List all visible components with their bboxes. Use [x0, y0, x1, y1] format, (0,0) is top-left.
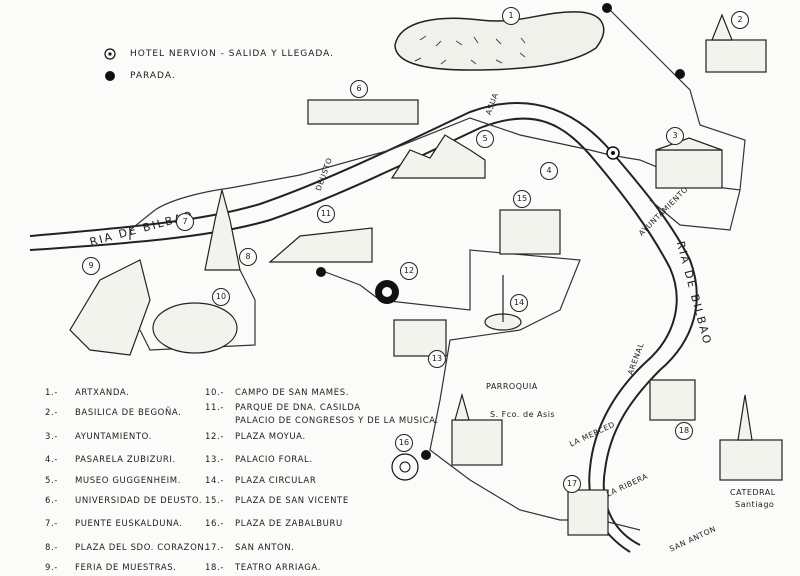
list-item: 13.-PALACIO FORAL.: [205, 455, 313, 465]
list-item: 2.-BASILICA DE BEGOÑA.: [45, 408, 182, 418]
badge-1: 1: [502, 7, 520, 25]
list-item: 1.-ARTXANDA.: [45, 388, 130, 398]
list-item: 4.-PASARELA ZUBIZURI.: [45, 455, 176, 465]
list-item: 9.-FERIA DE MUESTRAS.: [45, 563, 177, 573]
badge-5: 5: [476, 130, 494, 148]
badge-13: 13: [428, 350, 446, 368]
caption-catedral-sub: Santiago: [735, 500, 775, 509]
badge-15: 15: [513, 190, 531, 208]
list-item: 6.-UNIVERSIDAD DE DEUSTO.: [45, 496, 203, 506]
badge-11: 11: [317, 205, 335, 223]
tour-route-inner: [319, 249, 641, 531]
badge-12: 12: [400, 262, 418, 280]
badge-2: 2: [731, 11, 749, 29]
stop-markers: [316, 3, 685, 460]
caption-parroquia: PARROQUIA: [486, 382, 538, 391]
artxanda-hill: [394, 11, 605, 71]
badge-7: 7: [176, 213, 194, 231]
tour-route-west: [129, 209, 256, 351]
river-bank-south: [29, 117, 678, 553]
list-item: 8.-PLAZA DEL SDO. CORAZON.: [45, 543, 208, 553]
badge-8: 8: [239, 248, 257, 266]
list-item: 18.-TEATRO ARRIAGA.: [205, 563, 321, 573]
badge-17: 17: [563, 475, 581, 493]
badge-10: 10: [212, 288, 230, 306]
badge-16: 16: [395, 434, 413, 452]
list-item: 10.-CAMPO DE SAN MAMES.: [205, 388, 349, 398]
list-item: 5.-MUSEO GUGGENHEIM.: [45, 476, 181, 486]
tour-route: [154, 9, 746, 231]
list-item: 7.-PUENTE EUSKALDUNA.: [45, 519, 183, 529]
list-item: 3.-AYUNTAMIENTO.: [45, 432, 152, 442]
plaza-zabalburu-icon: [391, 453, 419, 481]
legend-hotel-label: HOTEL NERVION - SALIDA Y LLEGADA.: [130, 49, 335, 59]
list-item: 15.-PLAZA DE SAN VICENTE: [205, 496, 349, 506]
badge-14: 14: [510, 294, 528, 312]
list-item: 12.-PLAZA MOYUA.: [205, 432, 306, 442]
list-item: PALACIO DE CONGRESOS Y DE LA MUSICA.: [235, 416, 439, 426]
legend-stop-icon: [105, 71, 115, 81]
list-item: 16.-PLAZA DE ZABALBURU: [205, 519, 343, 529]
badge-6: 6: [350, 80, 368, 98]
list-item: 14.-PLAZA CIRCULAR: [205, 476, 317, 486]
list-item: 11.-PARQUE DE DNA. CASILDA: [205, 403, 361, 413]
caption-catedral: CATEDRAL: [730, 488, 776, 497]
badge-3: 3: [666, 127, 684, 145]
caption-parroquia-sub: S. Fco. de Asis: [490, 410, 556, 419]
badge-9: 9: [82, 257, 100, 275]
badge-4: 4: [540, 162, 558, 180]
legend-stop-label: PARADA.: [130, 71, 176, 81]
badge-18: 18: [675, 422, 693, 440]
list-item: 17.-SAN ANTON.: [205, 543, 295, 553]
